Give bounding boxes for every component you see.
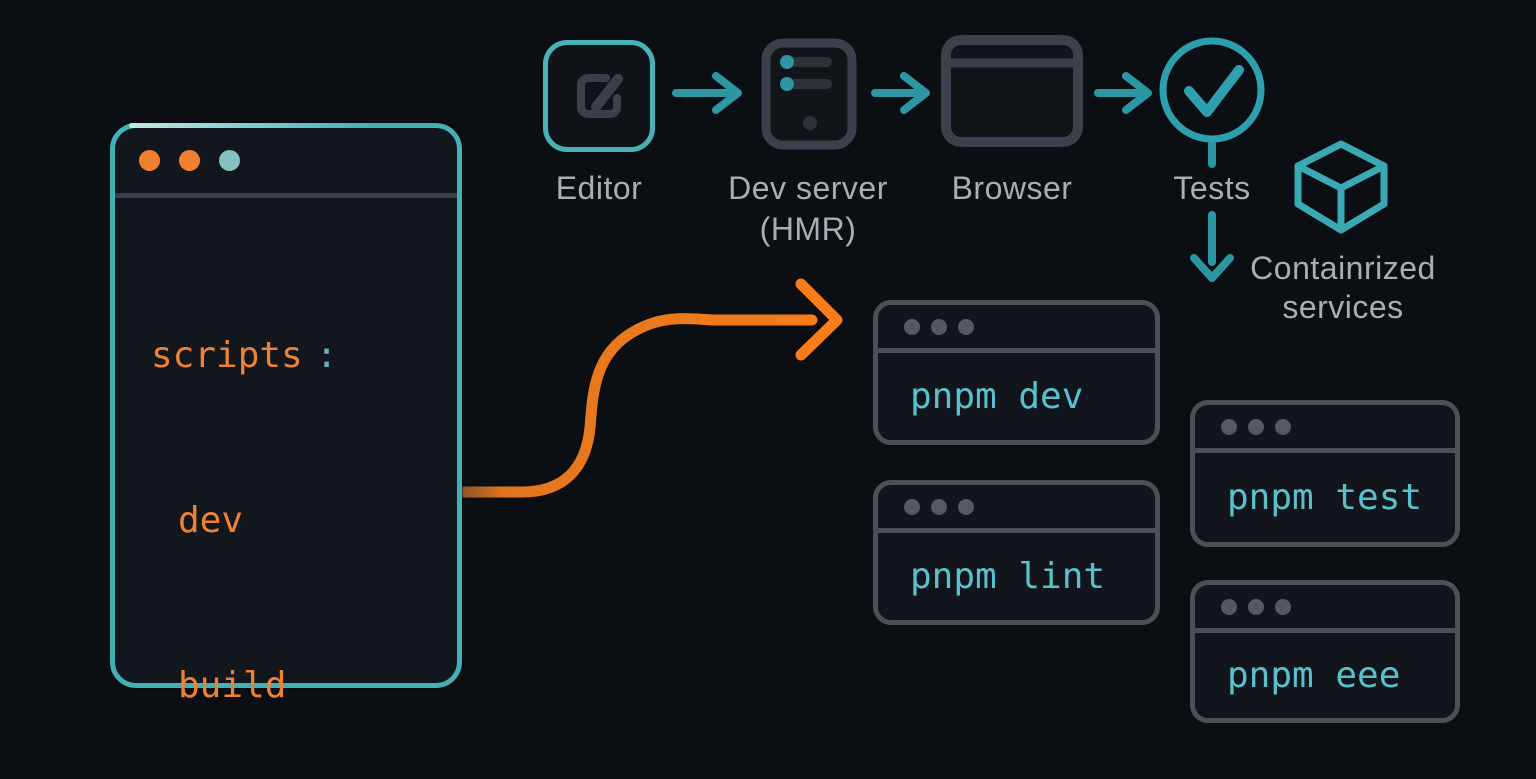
window-dot-icon <box>958 318 974 335</box>
command-text: pnpm test <box>1227 477 1423 518</box>
arrow-down-icon <box>1190 211 1234 282</box>
window-dot-icon <box>1221 598 1237 615</box>
window-titlebar <box>878 305 1155 353</box>
arrow-right-icon <box>672 72 742 114</box>
arrow-right-icon <box>871 72 930 114</box>
orange-curved-arrow-icon <box>452 278 843 498</box>
window-dot-icon <box>1248 418 1264 435</box>
services-label-line2: services <box>1282 289 1404 325</box>
script-item: dev <box>178 500 244 541</box>
window-dot-icon <box>931 498 947 515</box>
window-titlebar <box>1195 585 1455 633</box>
pnpm-eee-window: pnpm eee <box>1190 580 1460 723</box>
window-dot-icon <box>1275 418 1291 435</box>
window-titlebar <box>1195 405 1455 453</box>
dev-server-sublabel: (HMR) <box>759 211 857 247</box>
window-dot-icon <box>1275 598 1291 615</box>
pnpm-lint-window: pnpm lint <box>873 480 1160 625</box>
dev-server-label: Dev server <box>728 170 888 206</box>
check-circle-icon <box>1159 37 1265 143</box>
window-dot-icon <box>904 498 920 515</box>
window-dot-icon <box>931 318 947 335</box>
services-label-line1: Containrized <box>1250 250 1436 286</box>
window-dot-icon <box>1248 598 1264 615</box>
scripts-terminal-window: scripts: dev build start lint test story… <box>110 123 462 706</box>
terminal-titlebar <box>115 128 457 198</box>
window-titlebar <box>878 485 1155 533</box>
terminal-border-highlight <box>129 123 369 128</box>
pnpm-test-window: pnpm test <box>1190 400 1460 547</box>
server-icon <box>761 38 857 150</box>
browser-label: Browser <box>951 170 1073 206</box>
tests-label: Tests <box>1173 170 1251 206</box>
cube-icon <box>1294 140 1388 234</box>
pnpm-dev-window: pnpm dev <box>873 300 1160 445</box>
scripts-header: scripts: <box>151 335 338 376</box>
browser-window-icon <box>941 35 1083 147</box>
window-dot-icon <box>179 150 200 171</box>
window-dot-icon <box>904 318 920 335</box>
window-dot-icon <box>219 150 240 171</box>
window-dot-icon <box>139 150 160 171</box>
window-dot-icon <box>958 498 974 515</box>
command-text: pnpm eee <box>1227 655 1401 696</box>
command-text: pnpm dev <box>910 376 1084 417</box>
window-dot-icon <box>1221 418 1237 435</box>
arrow-right-icon <box>1094 72 1152 114</box>
script-item: build <box>178 665 287 706</box>
command-text: pnpm lint <box>910 556 1106 597</box>
edit-pencil-square-icon <box>577 74 623 118</box>
editor-node <box>543 40 655 152</box>
terminal-content: scripts: dev build start lint test story… <box>115 198 457 779</box>
editor-label: Editor <box>555 170 643 206</box>
scripts-colon: : <box>315 335 338 376</box>
